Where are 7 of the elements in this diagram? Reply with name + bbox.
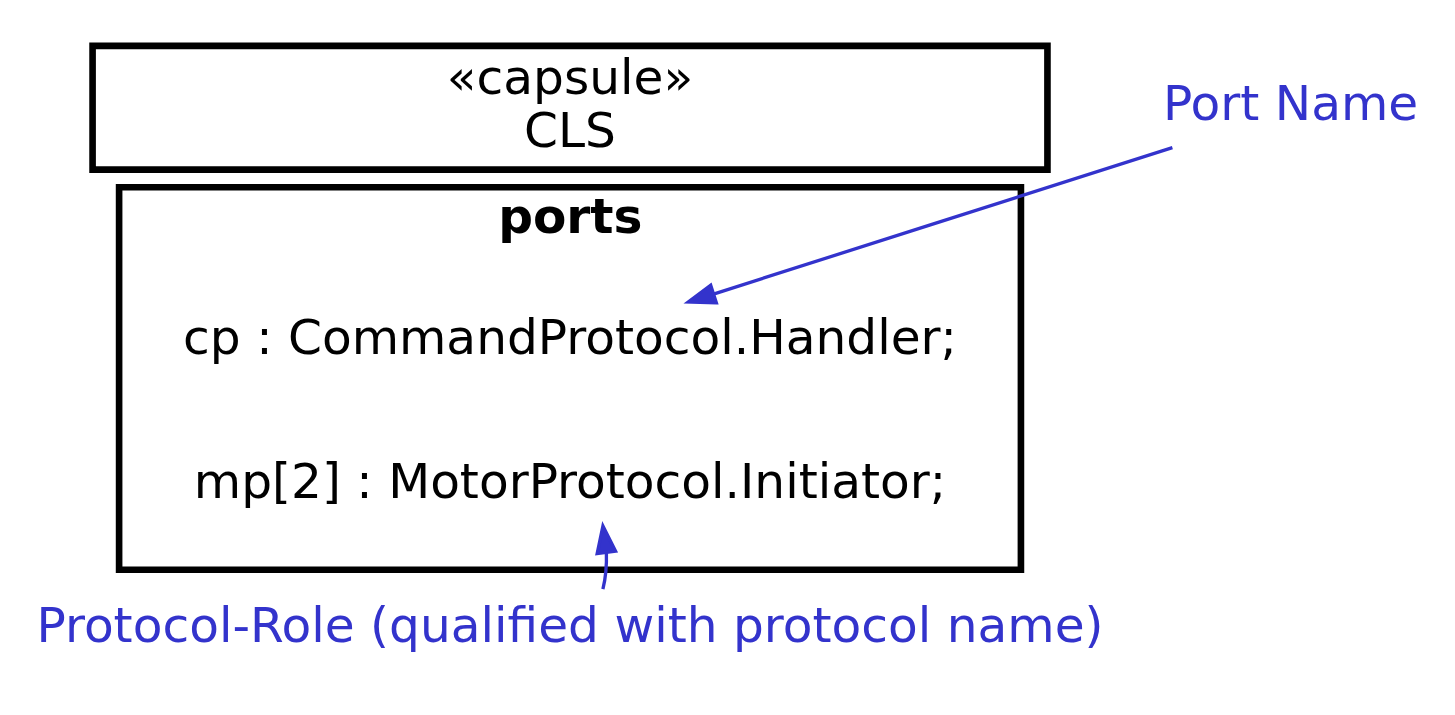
- arrow: [683, 146, 1173, 305]
- node-text: cp : CommandProtocol.Handler;: [183, 309, 957, 366]
- node-text: Port Name: [1162, 75, 1419, 132]
- node-box: «capsule» CLS: [89, 42, 1051, 173]
- node-text: mp[2] : MotorProtocol.Initiator;: [193, 453, 947, 510]
- arrow: [595, 521, 619, 590]
- node-text: Protocol-Role (qualified with protocol name): [36, 596, 1104, 653]
